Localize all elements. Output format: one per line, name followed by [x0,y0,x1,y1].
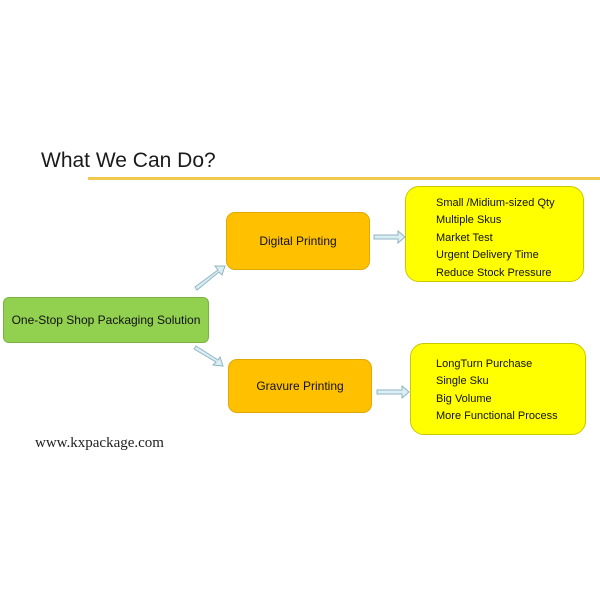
list-item: Reduce Stock Pressure [436,266,552,279]
arrow-root-to-gravure-icon [193,345,224,367]
arrow-gravure-to-list-icon [376,384,410,400]
list-item: Market Test [436,231,493,244]
list-item: More Functional Process [436,410,558,423]
branch-node-digital-printing: Digital Printing [226,212,370,270]
gravure-printing-features-box: LongTurn Purchase Single Sku Big Volume … [410,343,586,435]
list-item: Urgent Delivery Time [436,249,539,262]
title-underline [88,177,600,180]
arrow-digital-to-list-icon [373,229,406,245]
gravure-printing-feature-list: LongTurn Purchase Single Sku Big Volume … [436,356,558,426]
digital-printing-feature-list: Small /Midium-sized Qty Multiple Skus Ma… [436,195,555,282]
root-node-packaging-solution: One-Stop Shop Packaging Solution [3,297,209,343]
arrow-root-to-digital-icon [194,265,226,291]
branch-node-gravure-printing: Gravure Printing [228,359,372,413]
list-item: Multiple Skus [436,214,502,227]
list-item: LongTurn Purchase [436,358,533,370]
list-item: Small /Midium-sized Qty [436,197,555,209]
list-item: Single Sku [436,375,489,388]
website-url: www.kxpackage.com [35,435,164,451]
slide-title: What We Can Do? [41,149,216,172]
list-item: Big Volume [436,392,492,405]
digital-printing-features-box: Small /Midium-sized Qty Multiple Skus Ma… [405,186,584,282]
